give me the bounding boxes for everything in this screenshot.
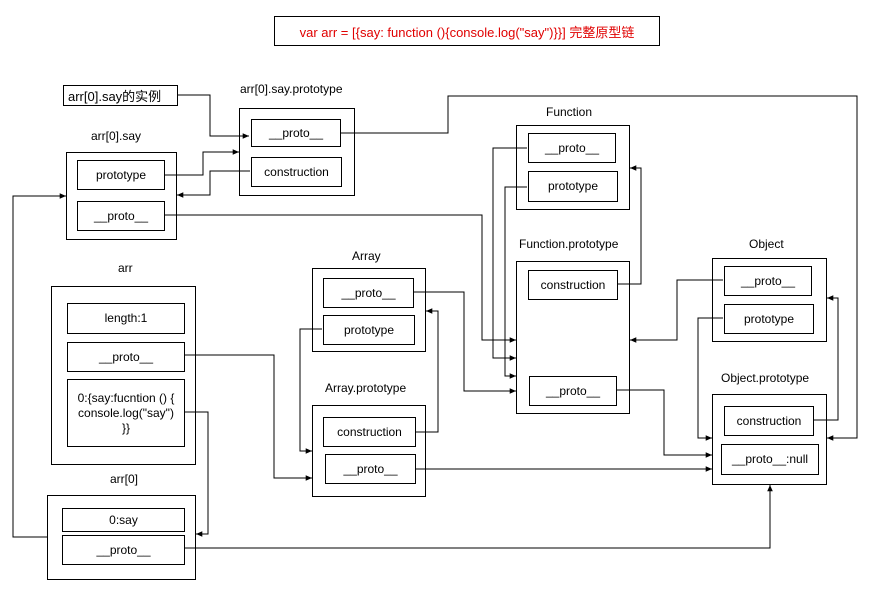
arr-length-cell: length:1 xyxy=(67,303,185,334)
wire-arr-proto-to-array-prototype xyxy=(184,354,312,481)
object-prototype-box: construction __proto__:null xyxy=(712,394,827,485)
array-label: Array xyxy=(352,249,381,263)
wire-object-proto-to-function-prototype xyxy=(630,279,723,343)
object-prototype-cell: prototype xyxy=(724,304,814,334)
array-prototype-label: Array.prototype xyxy=(325,381,407,395)
function-proto-cell: __proto__ xyxy=(528,133,616,163)
arr0-label: arr[0] xyxy=(110,472,139,486)
object-proto-cell: __proto__ xyxy=(724,266,812,296)
array-box: __proto__ prototype xyxy=(312,268,426,352)
arr-item0-cell: 0:{say:fucntion () { console.log("say") … xyxy=(67,379,185,447)
arr-proto-cell: __proto__ xyxy=(67,342,185,372)
arr-box: length:1 __proto__ 0:{say:fucntion () { … xyxy=(51,286,196,465)
arr-item0-line-1: 0:{say:fucntion () { xyxy=(77,390,175,405)
object-prototype-label: Object.prototype xyxy=(721,371,810,385)
function-label: Function xyxy=(546,105,593,119)
say-label: arr[0].say xyxy=(91,129,142,143)
array-prototype-cell: prototype xyxy=(323,315,415,345)
arr0-box: 0:say __proto__ xyxy=(47,495,196,580)
object-label: Object xyxy=(749,237,784,251)
say-box: prototype __proto__ xyxy=(66,152,177,240)
say-prototype-cell: prototype xyxy=(77,160,165,190)
arr-label: arr xyxy=(118,261,133,275)
array-prototype-proto-cell: __proto__ xyxy=(325,454,416,484)
wire-function-prototype-proto-to-object-prototype xyxy=(617,389,712,458)
object-box: __proto__ prototype xyxy=(712,258,827,342)
wire-array-proto-to-function-prototype xyxy=(413,291,516,394)
say-prototype-construction-cell: construction xyxy=(251,157,342,187)
array-proto-cell: __proto__ xyxy=(323,278,414,308)
object-prototype-proto-cell: __proto__:null xyxy=(721,444,819,475)
function-prototype-proto-cell: __proto__ xyxy=(529,376,617,406)
array-prototype-construction-cell: construction xyxy=(323,417,416,447)
say-prototype-label: arr[0].say.prototype xyxy=(240,82,343,96)
say-proto-cell: __proto__ xyxy=(77,201,165,231)
function-prototype-label: Function.prototype xyxy=(519,237,619,251)
arr-item0-line-3: }} xyxy=(121,420,130,435)
say-prototype-box: __proto__ construction xyxy=(239,108,355,196)
diagram-title: var arr = [{say: function (){console.log… xyxy=(274,16,660,46)
say-prototype-proto-cell: __proto__ xyxy=(251,119,341,147)
object-prototype-construction-cell: construction xyxy=(724,406,814,436)
arr0-say-cell: 0:say xyxy=(62,508,185,532)
instance-note: arr[0].say的实例 xyxy=(63,85,178,106)
wire-arr0-proto-to-object-prototype xyxy=(184,485,773,549)
array-prototype-box: construction __proto__ xyxy=(312,405,426,497)
function-box: __proto__ prototype xyxy=(516,125,630,210)
function-prototype-construction-cell: construction xyxy=(528,270,618,300)
function-prototype-box: construction __proto__ xyxy=(516,261,630,414)
arr0-proto-cell: __proto__ xyxy=(62,535,185,565)
arr-item0-line-2: console.log("say") xyxy=(78,405,174,420)
function-prototype-cell: prototype xyxy=(528,171,618,202)
